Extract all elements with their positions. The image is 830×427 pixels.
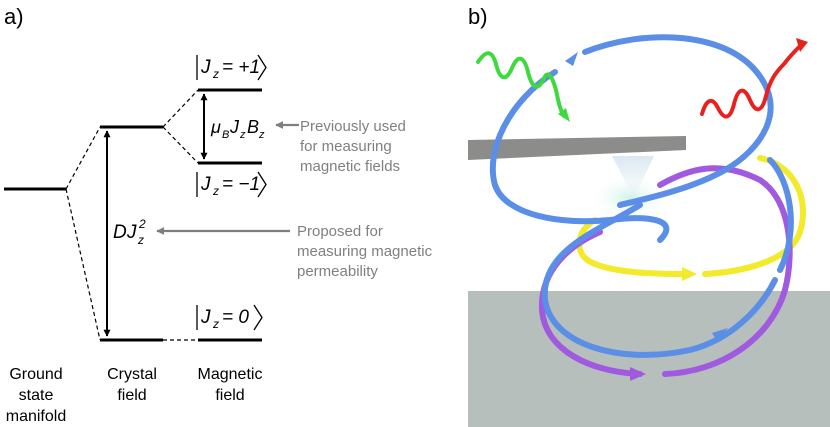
ket-zero-sub: z <box>212 317 219 331</box>
crystal-j: J <box>126 222 137 243</box>
blue-loop-bottom-right <box>767 157 794 273</box>
connector-ground-upper <box>65 126 101 190</box>
proposed-line-1: Proposed for <box>297 223 383 240</box>
yellow-field-loop <box>576 155 807 281</box>
yellow-loop-left <box>576 217 686 277</box>
crystal-label-2: field <box>117 387 146 404</box>
ket-jz-zero: J z = 0 <box>196 304 263 331</box>
panel-b-label: b) <box>468 4 488 29</box>
ket-jz-plus-one: J z = +1 <box>196 54 267 81</box>
ground-label-3: manifold <box>6 408 66 425</box>
ket-minus-sub: z <box>212 184 219 198</box>
zeeman-b: B <box>247 117 259 137</box>
ket-minus-j: J <box>200 174 211 195</box>
blue-arrow-head-top <box>565 52 578 66</box>
crystal-d: D <box>113 222 127 243</box>
blue-loop-bottom <box>541 202 778 358</box>
panel-a: a) J z = +1 J z <box>4 4 433 425</box>
ground-label-2: state <box>19 387 54 404</box>
proposed-line-2: measuring magnetic <box>297 243 433 260</box>
zeeman-b-sub: z <box>258 129 265 141</box>
proposed-line-3: permeability <box>297 263 378 280</box>
crystal-sub: z <box>137 233 144 247</box>
zeeman-mu: μ <box>210 117 221 137</box>
blue-loop-top-left <box>489 69 670 243</box>
column-labels: Ground state manifold Crystal field Magn… <box>6 366 263 425</box>
dashed-connectors <box>65 89 199 341</box>
connector-upper-minus <box>162 126 199 164</box>
yellow-loop-right <box>702 155 807 277</box>
previous-line-3: magnetic fields <box>300 158 400 175</box>
crystal-label-1: Crystal <box>107 366 157 383</box>
substrate <box>468 291 830 427</box>
red-fluorescence-wave <box>700 38 808 119</box>
ket-zero-j: J <box>200 307 211 328</box>
zeeman-mu-sub: B <box>222 129 229 141</box>
zeeman-j: J <box>229 117 240 137</box>
previous-annotation: Previously used for measuring magnetic f… <box>300 118 406 175</box>
ket-zero-eq: = 0 <box>222 307 249 328</box>
magnetic-label-1: Magnetic <box>198 366 263 383</box>
scanning-tip <box>468 136 686 160</box>
blue-field-loop <box>489 34 794 358</box>
previous-line-2: for measuring <box>300 138 392 155</box>
crystal-term: D J z 2 <box>113 217 146 247</box>
panel-a-label: a) <box>4 4 24 29</box>
nv-glow <box>588 174 672 222</box>
magnetic-label-2: field <box>215 387 244 404</box>
blue-arrow-head-bottom <box>712 328 728 341</box>
yellow-arrow-head <box>682 267 697 281</box>
connector-ground-lower <box>65 188 101 341</box>
ket-minus-eq: = −1 <box>222 174 260 195</box>
ket-plus-eq: = +1 <box>222 57 260 78</box>
panel-b: b) <box>468 4 830 427</box>
previous-line-1: Previously used <box>300 118 406 135</box>
ket-plus-j: J <box>200 57 211 78</box>
connector-upper-plus <box>162 89 199 128</box>
proposed-annotation: Proposed for measuring magnetic permeabi… <box>297 223 433 280</box>
zeeman-term: μ B J z B z <box>210 117 265 141</box>
crystal-sup: 2 <box>138 217 146 231</box>
zeeman-j-sub: z <box>239 129 246 141</box>
green-excitation-wave <box>476 51 570 122</box>
ket-jz-minus-one: J z = −1 <box>196 171 267 198</box>
purple-arrow-head <box>630 367 646 381</box>
blue-loop-top-right <box>582 34 774 208</box>
ground-label-1: Ground <box>9 366 62 383</box>
ket-plus-sub: z <box>212 67 219 81</box>
